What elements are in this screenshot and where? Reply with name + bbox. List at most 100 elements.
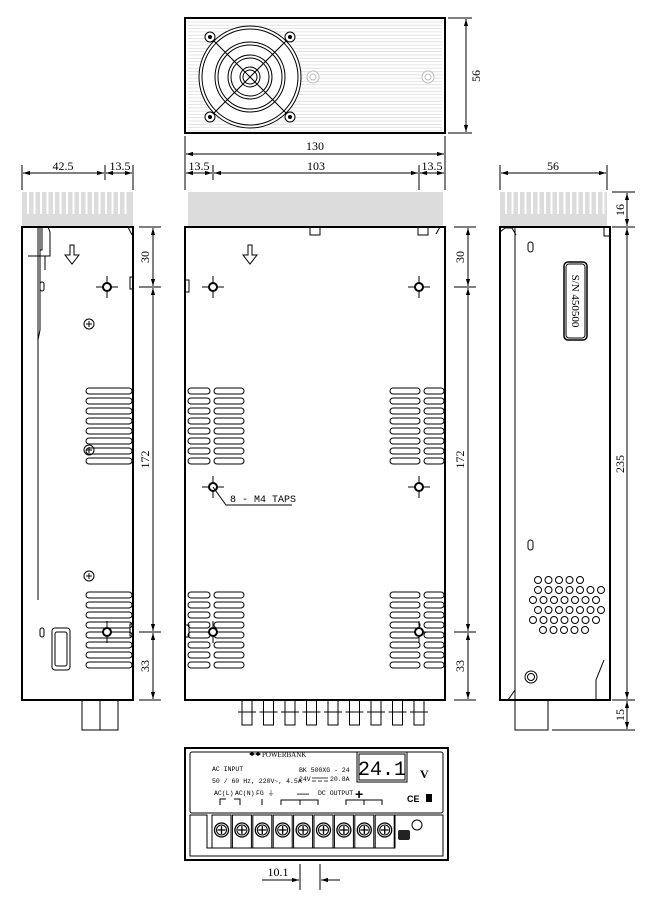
dim-terminal-height: 15 bbox=[613, 709, 627, 721]
m4-tap-hole bbox=[414, 627, 424, 637]
terminal-screw-inner bbox=[256, 824, 268, 836]
vent-slot bbox=[423, 631, 445, 639]
fin-gap bbox=[505, 192, 507, 214]
vent-slot bbox=[85, 427, 133, 435]
dc-current: 20.8A bbox=[330, 776, 350, 783]
dim-side-offset: 13.5 bbox=[110, 159, 131, 173]
dim-side-depth: 42.5 bbox=[53, 159, 74, 173]
fan-grill bbox=[198, 25, 302, 129]
vent-slot bbox=[213, 621, 245, 629]
vent-slot bbox=[389, 457, 421, 465]
fin-gap bbox=[576, 192, 579, 214]
grill-hole bbox=[576, 586, 584, 594]
grill-hole bbox=[565, 586, 574, 594]
grill-hole bbox=[555, 606, 563, 614]
fin-gap bbox=[531, 192, 533, 214]
vent-slot bbox=[85, 437, 133, 445]
fin-gap bbox=[524, 192, 527, 214]
grill-hole bbox=[529, 596, 537, 604]
brand-name: POWERBANK bbox=[262, 751, 306, 759]
dim-fin-height: 16 bbox=[613, 204, 627, 216]
vent-slot bbox=[423, 417, 445, 425]
screw-icon bbox=[83, 444, 95, 456]
fin-gap bbox=[511, 192, 514, 214]
fin-gap bbox=[40, 192, 42, 214]
vent-slot bbox=[423, 387, 445, 395]
vent-slot bbox=[187, 397, 211, 405]
terminal-screw-inner bbox=[338, 824, 350, 836]
vent-slot bbox=[187, 427, 211, 435]
fin-gap bbox=[98, 192, 101, 214]
vent-slot bbox=[85, 591, 133, 599]
certification-mark-icon bbox=[426, 794, 432, 802]
vent-slot bbox=[187, 437, 211, 445]
screw-cross-icon bbox=[278, 826, 287, 834]
vent-slot bbox=[213, 407, 245, 415]
grill-hole bbox=[544, 606, 553, 614]
dim-right-width: 56 bbox=[547, 159, 559, 173]
grill-hole bbox=[534, 586, 542, 594]
fin-gap bbox=[124, 192, 127, 214]
vent-slot bbox=[187, 457, 211, 465]
vent-slot bbox=[423, 457, 445, 465]
dim-top-height: 56 bbox=[469, 70, 483, 82]
grill-hole bbox=[544, 576, 553, 584]
dc-output-label: DC OUTPUT bbox=[318, 790, 353, 797]
adjust-potentiometer bbox=[398, 830, 410, 840]
vent-slot bbox=[213, 387, 245, 395]
grill-hole bbox=[549, 626, 558, 634]
fin-gap bbox=[544, 192, 546, 214]
dim-front-left: 13.5 bbox=[189, 159, 210, 173]
vent-slot bbox=[187, 611, 211, 619]
screw-cross-icon bbox=[380, 826, 389, 834]
screw-icon bbox=[83, 570, 95, 582]
vent-slot bbox=[213, 611, 245, 619]
grill-hole bbox=[560, 616, 569, 624]
dim-front-spacing: 103 bbox=[307, 159, 325, 173]
ac-spec: 50 / 60 Hz, 220V~, 4.5A bbox=[212, 778, 302, 785]
vent-slot bbox=[389, 437, 421, 445]
grill-hole bbox=[581, 616, 590, 624]
dim-front-right: 13.5 bbox=[422, 159, 443, 173]
dimension-label: 33 bbox=[453, 660, 467, 672]
dim-body-length: 235 bbox=[613, 455, 627, 473]
vent-slot bbox=[389, 447, 421, 455]
vent-slot bbox=[423, 611, 445, 619]
voltage-unit: V bbox=[420, 767, 429, 781]
screw-cross-icon bbox=[339, 826, 348, 834]
grill-hole bbox=[534, 576, 542, 584]
fin-gap bbox=[59, 192, 62, 214]
fin-gap bbox=[66, 192, 68, 214]
dimension-label: 172 bbox=[453, 451, 467, 469]
terminal-label-ac-l: AC(L) bbox=[214, 790, 234, 797]
screw-cross-icon bbox=[237, 826, 246, 834]
direction-arrow-icon bbox=[63, 244, 81, 265]
grill-hole bbox=[592, 596, 600, 604]
voltage-display: 24.1 bbox=[358, 759, 406, 782]
grill-hole bbox=[586, 586, 595, 594]
vent-slot bbox=[187, 407, 211, 415]
m4-tap-hole bbox=[102, 282, 112, 292]
vent-slot bbox=[187, 447, 211, 455]
screw-cross-icon bbox=[217, 826, 226, 834]
serial-number-label: S/N 450500 bbox=[569, 275, 581, 328]
vent-slot bbox=[85, 397, 133, 405]
vent-slot bbox=[389, 427, 421, 435]
vent-grill bbox=[529, 576, 605, 634]
vent-slot bbox=[389, 417, 421, 425]
grill-hole bbox=[529, 616, 537, 624]
fin-gap bbox=[583, 192, 585, 214]
vent-slot bbox=[187, 661, 211, 669]
terminal-view: POWERBANK AC INPUT 50 / 60 Hz, 220V~, 4.… bbox=[184, 747, 449, 890]
model-number: BK 500XG - 24 bbox=[299, 767, 350, 774]
grill-hole bbox=[570, 626, 579, 634]
m4-tap-hole bbox=[414, 282, 424, 292]
vent-slot bbox=[423, 397, 445, 405]
m4-tap-hole bbox=[208, 282, 218, 292]
terminal-screw-inner bbox=[236, 824, 248, 836]
fin-gap bbox=[589, 192, 592, 214]
vent-slot bbox=[213, 447, 245, 455]
screw-cross-icon bbox=[319, 826, 328, 834]
fin-gap bbox=[105, 192, 107, 214]
